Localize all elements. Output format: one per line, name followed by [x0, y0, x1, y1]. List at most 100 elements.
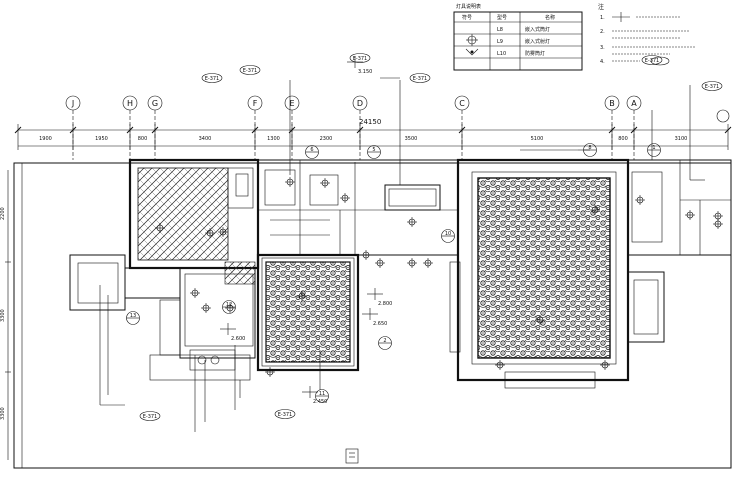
- downlight-icon: [205, 228, 215, 238]
- svg-text:1: 1: [652, 145, 655, 151]
- axis-label: F: [253, 99, 258, 108]
- floor-drain-icon: [345, 448, 359, 464]
- downlight-icon: [713, 219, 723, 229]
- downlight-icon: [590, 205, 600, 215]
- dimension-label: 1300: [267, 136, 280, 142]
- section-callout: 10: [441, 229, 455, 243]
- dimension-label: 5100: [531, 136, 544, 142]
- svg-text:2.600: 2.600: [231, 336, 245, 342]
- downlight-icon: [535, 315, 545, 325]
- downlight-icon: [361, 250, 371, 260]
- herringbone-ceiling: [137, 167, 229, 261]
- ceiling-elevation-mark: 3.150: [347, 56, 372, 75]
- floral-ceiling-center: [265, 261, 351, 363]
- axis-label: J: [71, 99, 74, 108]
- section-callout: 5: [367, 145, 381, 159]
- note-item: 2.: [600, 29, 605, 35]
- downlight-icon: [190, 288, 200, 298]
- legend-row-name: 嵌入式筒灯: [525, 26, 550, 33]
- svg-text:2.800: 2.800: [378, 301, 392, 307]
- svg-text:13: 13: [130, 313, 136, 319]
- axis-label: E: [289, 99, 294, 108]
- dimension-label: 1950: [95, 136, 108, 142]
- downlight-icon: [225, 303, 235, 313]
- downlight-icon: [285, 177, 295, 187]
- dimension-label: 1900: [39, 136, 52, 142]
- axis-label: D: [357, 99, 363, 108]
- svg-text:3300: 3300: [0, 407, 6, 420]
- axis-label: G: [152, 99, 158, 108]
- legend-header-model: 型号: [497, 14, 507, 21]
- downlight-icon: [685, 210, 695, 220]
- section-tag: E-371: [139, 411, 161, 421]
- top-dimension-line: [18, 129, 728, 147]
- ceiling-elevation-mark: 2.650: [362, 308, 387, 327]
- left-rooms: [69, 158, 260, 381]
- left-dimension-line: 2200 3300 3300: [0, 170, 11, 460]
- note-symbol-icon: [612, 12, 630, 22]
- section-callout: 13: [126, 311, 140, 325]
- dimension-label: 3100: [675, 136, 688, 142]
- svg-text:6: 6: [310, 147, 313, 153]
- leader-lines: [99, 77, 705, 432]
- total-dimension: 24150: [359, 118, 381, 126]
- downlight-icon: [340, 193, 350, 203]
- spotlight-symbol-icon: [465, 48, 479, 56]
- svg-text:3300: 3300: [0, 309, 6, 322]
- legend-header-symbol: 符号: [462, 14, 472, 21]
- downlight-icon: [423, 258, 433, 268]
- svg-text:2200: 2200: [0, 207, 6, 220]
- downlight-icon: [495, 360, 505, 370]
- svg-text:2: 2: [383, 338, 386, 344]
- legend-row-code: L8: [497, 27, 503, 33]
- svg-text:12: 12: [226, 302, 232, 308]
- note-item: 1.: [600, 15, 605, 21]
- ceiling-elevation-mark: 2.450: [302, 386, 327, 405]
- svg-text:3.150: 3.150: [358, 69, 372, 75]
- svg-text:11: 11: [319, 391, 325, 397]
- downlight-icon: [407, 258, 417, 268]
- svg-text:10: 10: [445, 231, 451, 237]
- downlight-icon: [297, 291, 307, 301]
- legend-row-name: 嵌入式射灯: [525, 38, 550, 45]
- svg-text:E-371: E-371: [353, 56, 368, 62]
- legend-row-code: L9: [497, 39, 503, 45]
- section-tag: E-371: [239, 65, 261, 75]
- svg-text:2.650: 2.650: [373, 321, 387, 327]
- downlight-icon: [407, 217, 417, 227]
- legend-title: 灯具说明表: [456, 3, 481, 10]
- floral-ceiling-right: [477, 177, 611, 359]
- legend-row-code: L10: [497, 51, 506, 57]
- section-callout: 2: [378, 336, 392, 350]
- dimension-label: 3500: [405, 136, 418, 142]
- dimension-label: 3400: [199, 136, 212, 142]
- downlight-icon: [600, 360, 610, 370]
- right-room: [449, 158, 665, 389]
- svg-text:E-371: E-371: [243, 68, 258, 74]
- dimension-label: 2300: [320, 136, 333, 142]
- legend-table: 灯具说明表 符号 型号 名称 L8 嵌入式筒灯 L9 嵌入式射灯 L10 防雾筒…: [453, 3, 583, 71]
- svg-text:2.450: 2.450: [313, 399, 327, 405]
- notes-title: 注: [598, 3, 604, 11]
- note-item: 3.: [600, 45, 605, 51]
- section-tag: E-371: [641, 55, 663, 65]
- section-callout: 6: [305, 145, 319, 159]
- downlight-icon: [155, 223, 165, 233]
- section-tag: E-371: [201, 73, 223, 83]
- section-callout: 8: [583, 143, 597, 157]
- svg-text:E-371: E-371: [705, 84, 720, 90]
- section-callout: 11: [315, 389, 329, 403]
- downlight-icon: [635, 195, 645, 205]
- right-annex: [627, 159, 732, 256]
- ceiling-elevation-mark: 2.800: [367, 288, 392, 307]
- axis-bubble: [716, 109, 730, 123]
- svg-text:E-371: E-371: [143, 414, 158, 420]
- svg-text:E-371: E-371: [278, 412, 293, 418]
- section-tag: E-371: [409, 73, 431, 83]
- section-tag: E-371: [274, 409, 296, 419]
- section-callout: 12: [222, 300, 236, 314]
- section-tag: E-371: [701, 81, 723, 91]
- downlight-icon: [218, 227, 228, 237]
